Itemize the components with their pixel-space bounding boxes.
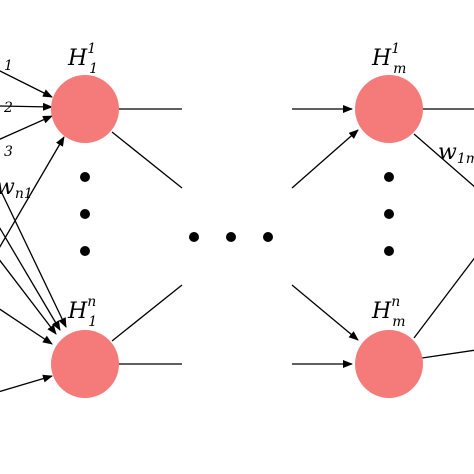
label-h1-1: H1 1 bbox=[67, 41, 98, 77]
edge-label-w1m: w1m bbox=[438, 140, 474, 167]
label-hm-1-sub: m bbox=[393, 61, 406, 77]
edge-label-wn1-base: w bbox=[0, 175, 15, 200]
output-edges-last-layer bbox=[413, 108, 474, 359]
edge-label-1: 1 bbox=[4, 58, 13, 74]
edge-in-1-h1-1 bbox=[0, 70, 53, 98]
label-hm-n-sup: n bbox=[391, 294, 400, 310]
edge-label-w1m-sub: 1m bbox=[457, 151, 474, 167]
edge-in-1-h1-n bbox=[0, 187, 67, 328]
edge-in-5-h1-n bbox=[0, 374, 53, 393]
node-hm-1 bbox=[355, 75, 423, 143]
node-hm-n bbox=[355, 330, 423, 398]
edge-in-4-h1-1 bbox=[0, 136, 65, 248]
vertical-ellipsis-right bbox=[384, 172, 394, 256]
label-hm-1: H1 m bbox=[371, 41, 406, 77]
label-h1-n-base: H bbox=[67, 299, 88, 324]
edge-in-hm-1-b bbox=[291, 129, 359, 189]
edge-out-hm-n-a bbox=[413, 257, 474, 339]
label-hm-1-sup: 1 bbox=[391, 41, 400, 57]
label-h1-1-base: H bbox=[67, 46, 88, 71]
horizontal-ellipsis-middle bbox=[189, 232, 273, 242]
ellipsis-left-dot-1 bbox=[80, 172, 90, 182]
vertical-ellipsis-left bbox=[80, 172, 90, 256]
label-h1-1-sup: 1 bbox=[87, 41, 96, 57]
label-hm-1-base: H bbox=[371, 46, 392, 71]
edge-out-h1-n-a bbox=[111, 284, 183, 342]
edge-in-2-h1-n bbox=[0, 227, 61, 331]
edge-out-h1-1-b bbox=[111, 131, 183, 189]
label-h1-n-sub: 1 bbox=[88, 314, 97, 330]
edge-in-hm-n-a bbox=[291, 284, 359, 341]
edge-label-2: 2 bbox=[3, 100, 13, 116]
ellipsis-left-dot-3 bbox=[80, 246, 90, 256]
ellipsis-right-dot-2 bbox=[384, 209, 394, 219]
ellipsis-middle-dot-3 bbox=[263, 232, 273, 242]
edge-label-wn1: wn1 bbox=[0, 175, 33, 202]
ellipsis-right-dot-1 bbox=[384, 172, 394, 182]
edge-label-wn1-sub: n1 bbox=[15, 186, 33, 202]
edge-in-4-h1-n bbox=[0, 308, 53, 345]
ellipsis-left-dot-2 bbox=[80, 209, 90, 219]
label-hm-n-sub: m bbox=[392, 314, 405, 330]
label-hm-n-base: H bbox=[371, 299, 392, 324]
ellipsis-middle-dot-1 bbox=[189, 232, 199, 242]
edge-label-w1m-base: w bbox=[438, 140, 457, 165]
input-edges-h1-n bbox=[0, 187, 67, 393]
node-h1-1 bbox=[51, 75, 119, 143]
input-edges-h1-1 bbox=[0, 70, 65, 248]
label-h1-n-sup: n bbox=[87, 294, 96, 310]
edge-labels: 1 2 3 wn1 w1m bbox=[0, 58, 474, 202]
edge-out-hm-n-b bbox=[421, 349, 474, 359]
nodes bbox=[51, 75, 423, 398]
input-edges-last-layer bbox=[291, 105, 359, 368]
edge-label-3: 3 bbox=[4, 144, 13, 160]
edge-in-3-h1-n bbox=[0, 259, 57, 335]
node-h1-n bbox=[51, 330, 119, 398]
output-edges-first-layer bbox=[111, 108, 183, 365]
ellipsis-right-dot-3 bbox=[384, 246, 394, 256]
edge-in-3-h1-1 bbox=[0, 115, 53, 140]
ellipsis-middle-dot-2 bbox=[226, 232, 236, 242]
label-h1-1-sub: 1 bbox=[89, 61, 98, 77]
edge-in-2-h1-1 bbox=[0, 102, 53, 111]
label-h1-n: Hn 1 bbox=[67, 294, 97, 330]
edge-out-hm-1-b bbox=[413, 133, 474, 188]
